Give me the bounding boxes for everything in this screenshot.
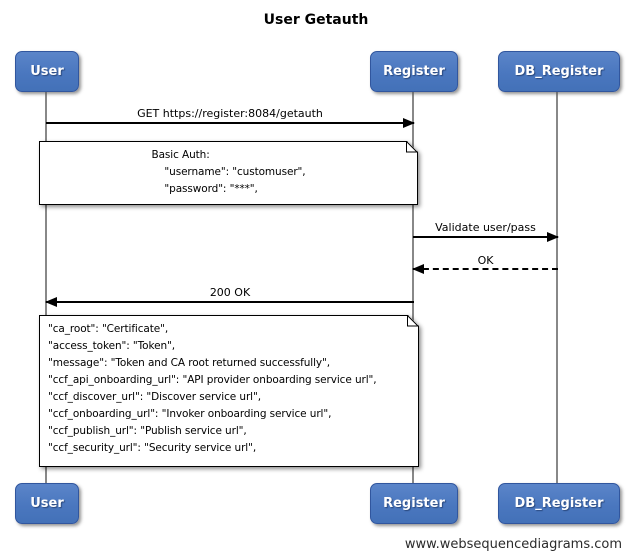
message-get-getauth-label: GET https://register:8084/getauth: [137, 107, 323, 120]
actor-user-label: User: [30, 64, 64, 79]
note-token-response-text: "ca_root": "Certificate", "access_token"…: [39, 315, 419, 467]
note-token-response: "ca_root": "Certificate", "access_token"…: [39, 315, 419, 467]
note-fold-icon: [407, 315, 419, 327]
actor-user-top: User: [15, 51, 79, 92]
message-ok-label: OK: [477, 254, 494, 267]
note-basic-auth: Basic Auth: "username": "customuser", "p…: [39, 141, 418, 205]
note-basic-auth-text: Basic Auth: "username": "customuser", "p…: [151, 149, 306, 195]
lifeline-register: [412, 92, 414, 483]
actor-register-top: Register: [370, 51, 458, 92]
note-fold-icon: [406, 141, 418, 153]
message-validate-user-pass: Validate user/pass: [413, 220, 559, 242]
actor-db-register-label: DB_Register: [514, 64, 604, 79]
arrowhead-left-icon: [412, 264, 424, 274]
arrowhead-right-icon: [403, 118, 415, 128]
diagram-title: User Getauth: [263, 12, 369, 28]
actor-db-register-label: DB_Register: [514, 496, 604, 511]
lifeline-db-register: [556, 92, 558, 483]
actor-db-register-bottom: DB_Register: [498, 483, 620, 524]
arrowhead-right-icon: [547, 232, 559, 242]
actor-register-label: Register: [383, 64, 445, 79]
actor-register-bottom: Register: [370, 483, 458, 524]
actor-register-label: Register: [383, 496, 445, 511]
arrowhead-left-icon: [45, 297, 57, 307]
actor-user-bottom: User: [15, 483, 79, 524]
watermark: www.websequencediagrams.com: [404, 537, 622, 552]
message-200-ok-label: 200 OK: [209, 286, 251, 299]
message-200-ok: 200 OK: [45, 285, 414, 307]
lifeline-user: [45, 92, 47, 483]
actor-db-register-top: DB_Register: [498, 51, 620, 92]
message-validate-label: Validate user/pass: [435, 221, 536, 234]
actor-user-label: User: [30, 496, 64, 511]
message-ok-return: OK: [412, 253, 558, 274]
message-get-getauth: GET https://register:8084/getauth: [46, 106, 415, 128]
